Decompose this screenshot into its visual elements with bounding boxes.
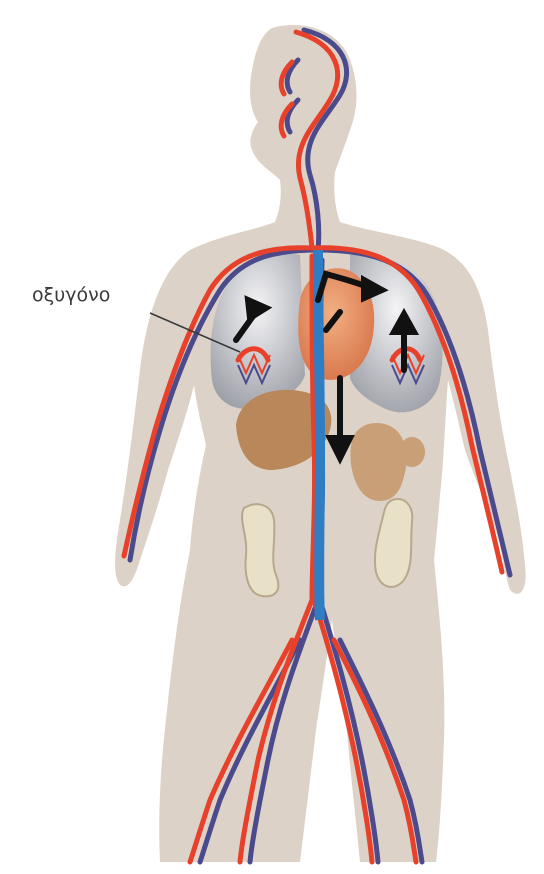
- intestine-left: [242, 504, 278, 596]
- vena-cava: [318, 250, 320, 620]
- oxygen-label: οξυγόνο: [32, 284, 110, 306]
- organ-small: [399, 437, 425, 467]
